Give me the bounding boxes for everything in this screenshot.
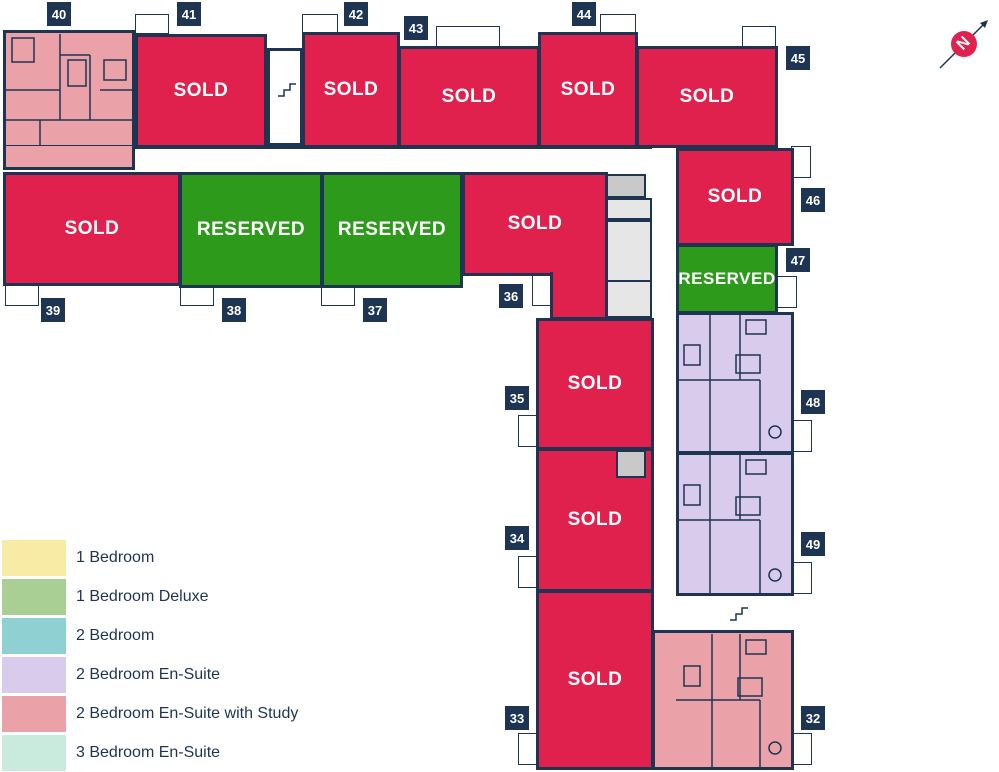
- legend-swatch: [2, 735, 66, 771]
- unit-43[interactable]: SOLD: [398, 46, 540, 148]
- legend-label: 3 Bedroom En-Suite: [76, 744, 221, 761]
- unit-number-38: 38: [222, 298, 246, 322]
- unit-number-49: 49: [801, 532, 825, 556]
- legend-label: 1 Bedroom: [76, 549, 155, 566]
- status-label: SOLD: [323, 79, 379, 100]
- status-label: SOLD: [707, 186, 763, 207]
- balcony: [436, 26, 500, 48]
- legend-swatch: [2, 579, 66, 615]
- balcony: [600, 14, 636, 34]
- unit-36-leg: [550, 272, 608, 320]
- north-compass-icon: N: [936, 16, 992, 72]
- unit-number-43: 43: [404, 16, 428, 40]
- unit-number-35: 35: [505, 386, 529, 410]
- unit-number-42: 42: [344, 2, 368, 26]
- compass-arrow-icon: [939, 20, 988, 69]
- unit-40[interactable]: [3, 30, 135, 148]
- legend-label: 2 Bedroom: [76, 627, 155, 644]
- legend: 1 Bedroom 1 Bedroom Deluxe 2 Bedroom 2 B…: [0, 540, 400, 772]
- unit-39[interactable]: SOLD: [3, 172, 181, 286]
- legend-swatch: [2, 657, 66, 693]
- status-label: SOLD: [567, 373, 623, 394]
- balcony: [518, 415, 538, 447]
- unit-49[interactable]: [676, 452, 794, 596]
- service-room: [606, 220, 652, 282]
- balcony: [518, 733, 538, 765]
- unit-45[interactable]: SOLD: [636, 46, 778, 148]
- unit-number-47: 47: [786, 248, 810, 272]
- status-label: SOLD: [567, 509, 623, 530]
- unit-44[interactable]: SOLD: [538, 32, 638, 148]
- status-label: SOLD: [567, 669, 623, 690]
- balcony: [302, 14, 338, 34]
- status-label: SOLD: [560, 79, 616, 100]
- legend-item: 2 Bedroom En-Suite with Study: [2, 696, 298, 732]
- stair-core: [688, 596, 776, 632]
- unit-46[interactable]: SOLD: [676, 148, 794, 246]
- legend-label: 2 Bedroom En-Suite: [76, 666, 221, 683]
- unit-number-33: 33: [505, 706, 529, 730]
- legend-item: 2 Bedroom: [2, 618, 154, 654]
- service-room: [606, 198, 652, 220]
- unit-48[interactable]: [676, 312, 794, 454]
- unit-number-40: 40: [47, 2, 71, 26]
- status-label: SOLD: [441, 86, 497, 107]
- unit-40-entry: [3, 146, 135, 170]
- unit-33[interactable]: SOLD: [536, 590, 654, 770]
- unit-36[interactable]: SOLD: [462, 172, 608, 276]
- unit-number-34: 34: [505, 526, 529, 550]
- unit-47[interactable]: RESERVED: [676, 244, 778, 314]
- legend-item: 2 Bedroom En-Suite: [2, 657, 220, 693]
- balcony: [791, 146, 811, 178]
- stair-core: [267, 48, 303, 146]
- balcony: [792, 733, 812, 765]
- status-label: SOLD: [679, 86, 735, 107]
- status-label: RESERVED: [678, 269, 776, 288]
- unit-number-45: 45: [786, 46, 810, 70]
- unit-number-37: 37: [363, 298, 387, 322]
- legend-item: 3 Bedroom En-Suite: [2, 735, 220, 771]
- legend-swatch: [2, 540, 66, 576]
- balcony: [532, 274, 552, 306]
- unit-number-41: 41: [177, 2, 201, 26]
- balcony: [135, 14, 169, 34]
- unit-number-44: 44: [572, 2, 596, 26]
- lift-shaft: [616, 450, 646, 478]
- unit-number-36: 36: [499, 284, 523, 308]
- legend-swatch: [2, 696, 66, 732]
- legend-label: 1 Bedroom Deluxe: [76, 588, 209, 605]
- unit-35[interactable]: SOLD: [536, 318, 654, 450]
- status-label: RESERVED: [196, 219, 306, 240]
- unit-37[interactable]: RESERVED: [321, 172, 463, 288]
- status-label: RESERVED: [337, 219, 447, 240]
- balcony: [792, 562, 812, 594]
- legend-item: 1 Bedroom: [2, 540, 154, 576]
- unit-42[interactable]: SOLD: [302, 32, 400, 148]
- balcony: [792, 420, 812, 452]
- unit-number-46: 46: [801, 188, 825, 212]
- unit-41[interactable]: SOLD: [135, 34, 267, 148]
- legend-swatch: [2, 618, 66, 654]
- balcony: [518, 556, 538, 588]
- unit-number-48: 48: [801, 390, 825, 414]
- legend-item: 1 Bedroom Deluxe: [2, 579, 209, 615]
- status-label: SOLD: [64, 218, 120, 239]
- lift-shaft: [606, 174, 646, 198]
- balcony: [5, 284, 39, 306]
- balcony: [742, 26, 776, 48]
- service-room: [606, 280, 652, 318]
- unit-number-32: 32: [801, 706, 825, 730]
- balcony: [777, 276, 797, 308]
- status-label: SOLD: [507, 213, 563, 234]
- unit-38[interactable]: RESERVED: [179, 172, 323, 288]
- status-label: SOLD: [173, 80, 229, 101]
- unit-32[interactable]: [652, 630, 794, 770]
- legend-label: 2 Bedroom En-Suite with Study: [76, 705, 299, 722]
- unit-number-39: 39: [41, 298, 65, 322]
